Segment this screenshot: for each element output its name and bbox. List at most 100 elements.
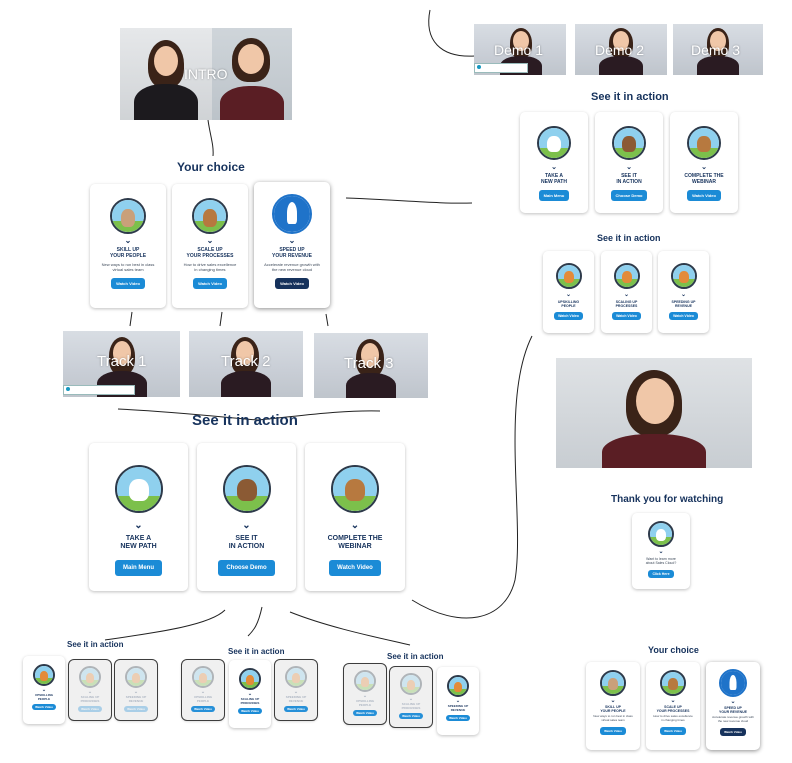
choice-card-processes[interactable]: ⌄ SCALE UP YOUR PROCESSES How to drive s… — [172, 184, 248, 308]
see-it-in-action-heading-b2: See it in action — [228, 647, 285, 656]
see-it-in-action-heading-right: See it in action — [597, 233, 661, 243]
hiker-mascot-icon — [600, 670, 626, 696]
watch-video-button[interactable]: Watch Video — [720, 727, 746, 736]
track-1-name-banner — [63, 385, 135, 395]
see-it-in-action-heading-top: See it in action — [591, 91, 669, 103]
bear-mascot-icon — [660, 670, 686, 696]
click-here-button[interactable]: Click Here — [648, 569, 674, 578]
rocket-icon — [272, 194, 312, 234]
mini-card-b1-revenue[interactable]: ⌄ SPEEDING UP REVENUE Watch Video — [114, 659, 158, 721]
choose-demo-button[interactable]: Choose Demo — [610, 190, 648, 201]
watch-video-button[interactable]: Watch Video — [193, 278, 227, 289]
demo-1-name-banner — [474, 63, 528, 73]
mini-card-b3-people[interactable]: ⌄ UPSKILLING PEOPLE Watch Video — [343, 663, 387, 725]
astro-mascot-icon — [648, 521, 674, 547]
track-1-video[interactable]: Track 1 — [63, 331, 180, 397]
watch-video-button[interactable]: Watch Video — [124, 706, 148, 713]
your-choice-heading-bottom: Your choice — [648, 645, 699, 655]
astro-mascot-icon — [114, 465, 163, 513]
fox-mascot-icon — [239, 668, 261, 690]
main-menu-button[interactable]: Main Menu — [115, 559, 162, 576]
mini-card-b3-processes[interactable]: ⌄ SCALING UP PROCESSES Watch Video — [389, 666, 433, 728]
your-choice-heading: Your choice — [177, 160, 245, 174]
track-2-video[interactable]: Track 2 — [189, 331, 303, 397]
watch-video-button[interactable]: Watch Video — [669, 312, 698, 321]
intro-label: INTRO — [184, 66, 228, 82]
bear-mascot-icon — [331, 465, 379, 513]
watch-video-button[interactable]: Watch Video — [554, 312, 583, 321]
mini-card-b2-revenue[interactable]: ⌄ SPEEDING UP REVENUE Watch Video — [274, 659, 318, 721]
mini-card-b1-people[interactable]: ⌄ UPSKILLING PEOPLE Watch Video — [23, 656, 65, 724]
thank-you-card[interactable]: ⌄ Want to learn more about Sales Cloud? … — [632, 513, 690, 589]
watch-video-button[interactable]: Watch Video — [329, 559, 381, 576]
demo-3-video[interactable]: Demo 3 — [673, 24, 763, 75]
mini-card-b1-processes[interactable]: ⌄ SCALING UP PROCESSES Watch Video — [68, 659, 112, 721]
action-card-see-it[interactable]: ⌄ SEE IT IN ACTION Choose Demo — [197, 443, 296, 591]
choice-card-people[interactable]: ⌄ SKILL UP YOUR PEOPLE New ways to run b… — [90, 184, 166, 308]
demo-2-video[interactable]: Demo 2 — [575, 24, 667, 75]
fox-mascot-icon — [33, 664, 55, 686]
watch-video-button[interactable]: Watch Video — [446, 715, 470, 722]
watch-video-button[interactable]: Watch Video — [399, 713, 423, 720]
action-card-new-path[interactable]: ⌄ TAKE A NEW PATH Main Menu — [89, 443, 188, 591]
watch-video-button[interactable]: Watch Video — [111, 278, 145, 289]
track-3-label: Track 3 — [344, 355, 394, 372]
watch-video-button[interactable]: Watch Video — [78, 706, 102, 713]
fox-mascot-icon — [670, 263, 697, 289]
see-it-in-action-heading-b1: See it in action — [67, 640, 124, 649]
bear-mascot-icon — [687, 126, 721, 160]
fox-mascot-icon — [354, 670, 376, 692]
action-card-complete-top[interactable]: ⌄ COMPLETE THE WEBINAR Watch Video — [670, 112, 738, 213]
demo-1-label: Demo 1 — [494, 42, 544, 58]
astro-mascot-icon — [537, 126, 571, 160]
codey-mascot-icon — [222, 465, 271, 513]
fox-mascot-icon — [125, 666, 147, 688]
see-it-in-action-heading-b3: See it in action — [387, 652, 444, 661]
fox-mascot-icon — [285, 666, 307, 688]
hiker-mascot-icon — [110, 198, 146, 234]
fox-mascot-icon — [555, 263, 582, 289]
mini-card-revenue[interactable]: ⌄ SPEEDING UP REVENUE Watch Video — [658, 251, 709, 333]
mini-card-processes[interactable]: ⌄ SCALING UP PROCESSES Watch Video — [601, 251, 652, 333]
demo-1-video[interactable]: Demo 1 — [474, 24, 566, 75]
watch-video-button[interactable]: Watch Video — [275, 278, 309, 289]
intro-video-left[interactable] — [120, 28, 212, 120]
watch-video-button[interactable]: Watch Video — [612, 312, 641, 321]
fox-mascot-icon — [192, 666, 214, 688]
watch-video-button[interactable]: Watch Video — [32, 704, 56, 711]
fox-mascot-icon — [79, 666, 101, 688]
outro-video[interactable] — [556, 358, 752, 468]
watch-video-button[interactable]: Watch Video — [687, 190, 721, 201]
watch-video-button[interactable]: Watch Video — [191, 706, 215, 713]
action-card-see-it-top[interactable]: ⌄ SEE IT IN ACTION Choose Demo — [595, 112, 663, 213]
fox-mascot-icon — [400, 673, 422, 695]
watch-video-button[interactable]: Watch Video — [600, 726, 626, 735]
see-it-in-action-heading-main: See it in action — [192, 412, 298, 429]
watch-video-button[interactable]: Watch Video — [284, 706, 308, 713]
choice-card-processes-bottom[interactable]: ⌄ SCALE UP YOUR PROCESSES How to drive s… — [646, 662, 700, 750]
choose-demo-button[interactable]: Choose Demo — [218, 559, 275, 576]
choice-card-people-bottom[interactable]: ⌄ SKILL UP YOUR PEOPLE New ways to run b… — [586, 662, 640, 750]
rocket-icon — [719, 669, 747, 697]
action-card-complete[interactable]: ⌄ COMPLETE THE WEBINAR Watch Video — [305, 443, 405, 591]
choice-card-revenue[interactable]: ⌄ SPEED UP YOUR REVENUE Accelerate reven… — [254, 182, 330, 308]
demo-2-label: Demo 2 — [595, 42, 645, 58]
bear-mascot-icon — [192, 198, 228, 234]
demo-3-label: Demo 3 — [691, 42, 741, 58]
watch-video-button[interactable]: Watch Video — [353, 710, 377, 717]
mini-card-b3-revenue[interactable]: ⌄ SPEEDING UP REVENUE Watch Video — [437, 667, 479, 735]
thank-you-heading: Thank you for watching — [611, 494, 724, 505]
mini-card-people[interactable]: ⌄ UPSKILLING PEOPLE Watch Video — [543, 251, 594, 333]
mini-card-b2-people[interactable]: ⌄ UPSKILLING PEOPLE Watch Video — [181, 659, 225, 721]
watch-video-button[interactable]: Watch Video — [238, 708, 262, 715]
intro-video-right[interactable] — [212, 28, 292, 120]
fox-mascot-icon — [447, 675, 469, 697]
track-3-video[interactable]: Track 3 — [314, 333, 428, 398]
mini-card-b2-processes[interactable]: ⌄ SCALING UP PROCESSES Watch Video — [229, 660, 271, 728]
watch-video-button[interactable]: Watch Video — [660, 726, 686, 735]
action-card-new-path-top[interactable]: ⌄ TAKE A NEW PATH Main Menu — [520, 112, 588, 213]
track-2-label: Track 2 — [221, 353, 271, 370]
main-menu-button[interactable]: Main Menu — [538, 190, 570, 201]
choice-card-revenue-bottom[interactable]: ⌄ SPEED UP YOUR REVENUE Accelerate reven… — [706, 662, 760, 750]
